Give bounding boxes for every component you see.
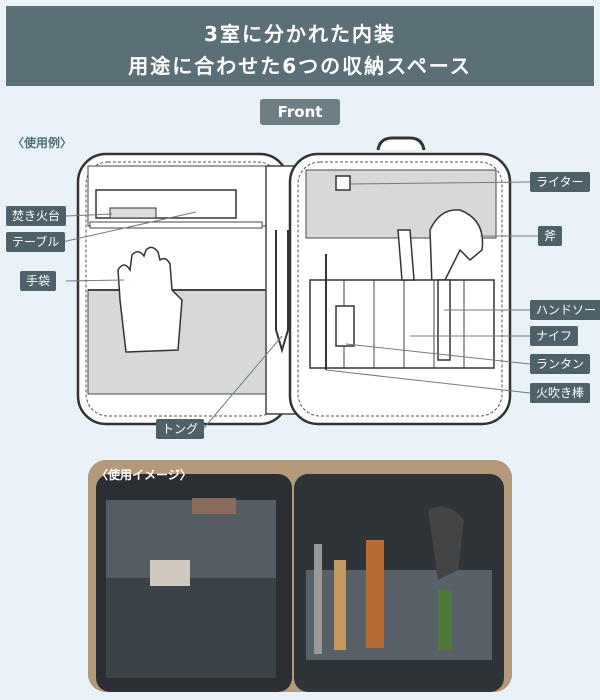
photo-glove: [150, 560, 190, 586]
label-fire-stand: 焚き火台: [6, 206, 67, 226]
label-lantern: ランタン: [530, 354, 591, 374]
handle: [376, 136, 426, 151]
header-banner: 3室に分かれた内装 用途に合わせた6つの収納スペース: [6, 6, 594, 86]
photo-caption: 〈使用イメージ〉: [96, 468, 192, 482]
header-title-line1: 3室に分かれた内装: [204, 22, 396, 46]
case-interior-illustration: [61, 136, 538, 429]
photo-tool-band: [306, 570, 492, 660]
photo-stand: [192, 498, 236, 514]
lantern-illustration: [335, 305, 355, 347]
label-handsaw: ハンドソー: [530, 300, 600, 320]
tongs-illustration: [275, 230, 289, 354]
axe-illustration: [429, 209, 484, 292]
front-badge: Front: [260, 99, 340, 125]
label-axe: 斧: [538, 226, 563, 246]
photo-handle: [334, 560, 346, 650]
glove-illustration: [117, 246, 183, 353]
usage-photo-illustration: [88, 460, 512, 692]
example-label: 〈使用例〉: [12, 136, 73, 150]
label-table: テーブル: [6, 232, 66, 252]
photo-axe: [428, 506, 464, 580]
usage-photo: [88, 460, 512, 692]
label-gloves: 手袋: [20, 271, 57, 291]
label-lighter: ライター: [530, 172, 590, 192]
lighter-illustration: [335, 175, 351, 191]
knife-illustration: [397, 229, 415, 281]
photo-knife-sheath: [366, 540, 384, 648]
label-blowpipe: 火吹き棒: [530, 383, 591, 403]
label-knife: ナイフ: [530, 326, 579, 346]
photo-green-handle: [438, 590, 452, 650]
photo-tongs: [314, 544, 322, 654]
header-title-line2: 用途に合わせた6つの収納スペース: [128, 54, 472, 78]
label-tongs: トング: [156, 419, 205, 439]
photo-gray-pocket: [106, 500, 276, 580]
handsaw-illustration: [437, 279, 451, 361]
table-illustration: [89, 221, 263, 229]
photo-mesh-pocket: [106, 578, 276, 678]
